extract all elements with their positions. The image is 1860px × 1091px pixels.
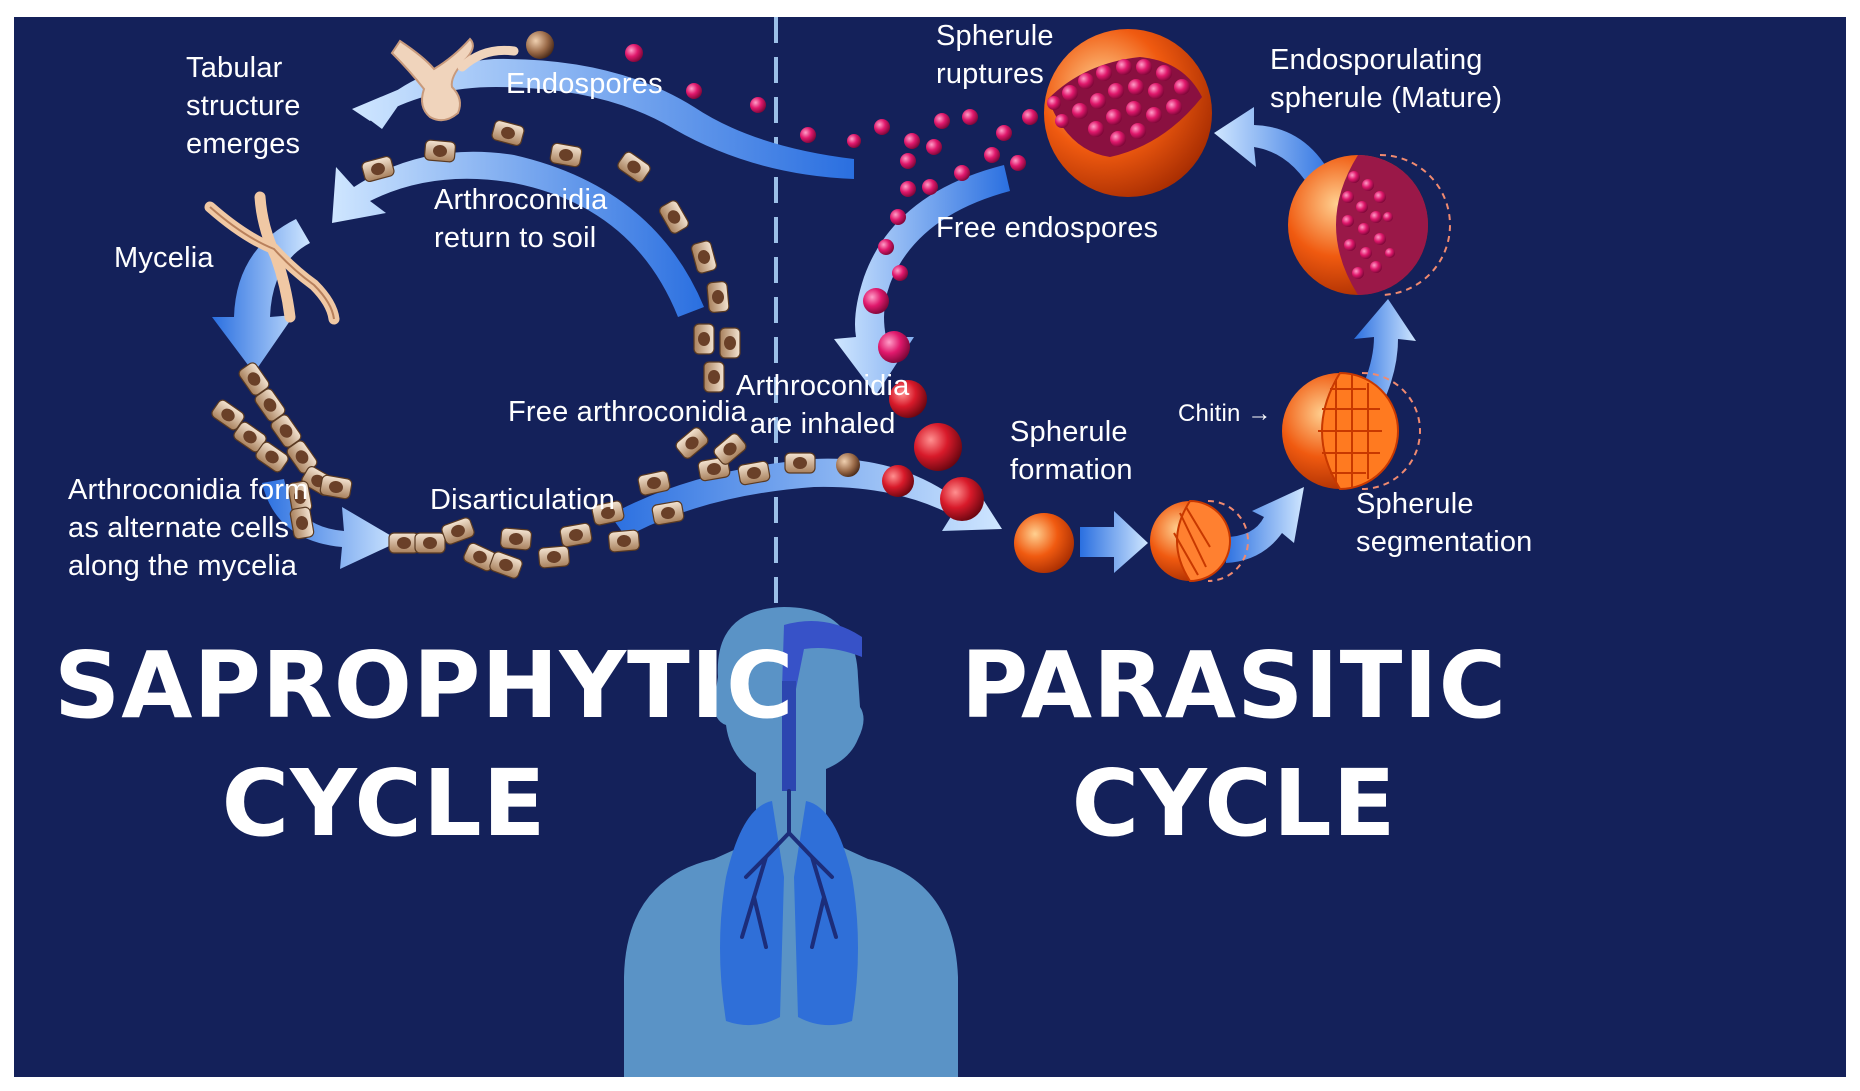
arrow-disarticulation: [262, 479, 400, 569]
arrow-to-rupture: [1214, 107, 1336, 195]
label-mycelia: Mycelia: [114, 242, 214, 274]
label-free-endospores: Free endospores: [936, 212, 1159, 244]
label-spherule-ruptures: Spherule ruptures: [936, 20, 1054, 90]
arrow-to-mature: [1354, 299, 1416, 405]
segmenting-spherule: [1282, 371, 1421, 491]
label-endospores: Endospores: [506, 68, 663, 100]
arrow-to-segmentation: [1224, 487, 1304, 563]
human-silhouette: [624, 607, 958, 1077]
label-endosporulating-spherule: Endosporulating spherule (Mature): [1270, 44, 1503, 114]
ruptured-spherule: [1044, 29, 1212, 197]
arrow-free-endospores: [834, 165, 1010, 395]
mycelia-icon: [204, 191, 340, 325]
title-parasitic-cycle: PARASITIC CYCLE: [960, 632, 1508, 857]
label-arthroconidia-inhaled: Arthroconidia are inhaled: [736, 370, 910, 440]
lifecycle-diagram: Tabular structure emerges Endospores Myc…: [14, 17, 1846, 1077]
early-spherule: [1150, 499, 1249, 583]
label-arthroconidia-return: Arthroconidia return to soil: [434, 184, 608, 254]
label-arthroconidia-form: Arthroconidia form as alternate cells al…: [68, 474, 309, 582]
label-free-arthroconidia: Free arthroconidia: [508, 396, 747, 428]
label-chitin: Chitin →: [1178, 400, 1272, 427]
arrow-to-spherule: [1080, 511, 1148, 573]
label-spherule-formation: Spherule formation: [1010, 416, 1133, 486]
free-endospores: [874, 109, 1038, 281]
title-saprophytic-cycle: SAPROPHYTIC CYCLE: [54, 632, 795, 857]
label-disarticulation: Disarticulation: [430, 484, 616, 516]
endospore-brown: [526, 31, 554, 59]
diagram-art: [204, 17, 1451, 1077]
arrow-return-to-soil: [332, 151, 704, 317]
arrow-endospores: [352, 58, 854, 179]
tabular-structure-icon: [390, 37, 519, 122]
label-spherule-segmentation: Spherule segmentation: [1356, 488, 1533, 558]
mature-spherule: [1288, 154, 1451, 296]
spherule-formation-ball: [1014, 513, 1074, 573]
label-tabular-structure: Tabular structure emerges: [186, 52, 301, 160]
